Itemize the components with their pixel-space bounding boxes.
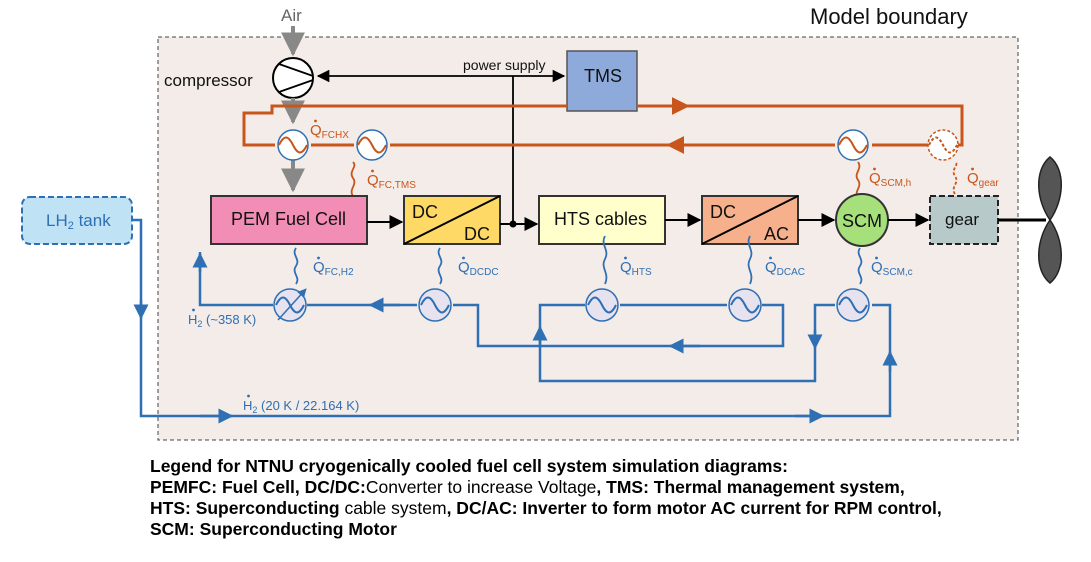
q-dot-accent: [875, 256, 878, 260]
heat-wave-scm-c: [857, 247, 863, 285]
dcac-top-label: DC: [710, 202, 736, 222]
q-fchx-label: QFCHX: [310, 122, 349, 141]
lh2-tank-label: LH2 tank: [46, 211, 111, 232]
q-dot-accent: [462, 256, 465, 260]
heat-wave-fc-h2: [293, 247, 299, 285]
q-dcdc-label: QDCDC: [458, 259, 499, 278]
q-dot-accent: [971, 167, 974, 171]
q-scm-h-label: QSCM,h: [869, 170, 911, 189]
propeller-icon: [1038, 156, 1062, 284]
legend-title: Legend for NTNU cryogenically cooled fue…: [150, 456, 788, 476]
q-dot-accent: [247, 394, 250, 398]
q-dot-accent: [192, 308, 195, 312]
pem-fuel-cell-box: [210, 195, 368, 245]
hx-dcdc-icon: [418, 288, 452, 322]
hx-hts-icon: [585, 288, 619, 322]
power-supply-label: power supply: [463, 57, 546, 73]
hx-fc-tms-icon: [356, 129, 388, 161]
legend-line-4: SCM: Superconducting Motor: [150, 519, 397, 539]
h2-blue-loop: [132, 218, 892, 418]
hts-cables-label: HTS cables: [554, 209, 647, 229]
dcdc-bottom-label: DC: [464, 224, 490, 244]
tms-label: TMS: [584, 66, 622, 86]
legend-line-2: PEMFC: Fuel Cell, DC/DC:Converter to inc…: [150, 477, 905, 497]
hx-gear-icon: [927, 129, 959, 161]
compressor-label: compressor: [164, 71, 253, 90]
dcac-bottom-label: AC: [764, 224, 789, 244]
hx-scm-c-icon: [836, 288, 870, 322]
heat-wave-fc-tms: [350, 161, 356, 197]
compressor-icon-wedge: [278, 63, 314, 93]
dcdc-diagonal: [403, 195, 501, 245]
heat-wave-scm-h: [855, 161, 861, 199]
dcac-diagonal: [701, 195, 799, 245]
heat-wave-gear: [952, 161, 958, 195]
legend-block: Legend for NTNU cryogenically cooled fue…: [150, 456, 1070, 540]
hx-dcac-icon: [728, 288, 762, 322]
heat-wave-dcdc: [437, 247, 443, 285]
heat-wave-hts: [602, 235, 608, 285]
scm-label: SCM: [842, 211, 882, 231]
air-label: Air: [281, 6, 302, 25]
tms-box: [566, 50, 638, 112]
q-hts-label: QHTS: [620, 259, 652, 278]
q-fc-h2-label: QFC,H2: [313, 259, 354, 278]
heat-wave-dcac: [747, 235, 753, 285]
model-boundary-label: Model boundary: [810, 4, 968, 29]
gear-label: gear: [945, 210, 979, 229]
q-dot-accent: [371, 169, 374, 173]
q-dot-accent: [873, 167, 876, 171]
legend-line-3: HTS: Superconducting cable system, DC/AC…: [150, 498, 942, 518]
q-gear-label: Qgear: [967, 170, 999, 189]
hx-scm-h-icon: [837, 129, 869, 161]
dcdc-top-label: DC: [412, 202, 438, 222]
h2-358k-label: H2 (~358 K): [188, 312, 256, 329]
q-dcac-label: QDCAC: [765, 259, 805, 278]
pem-fuel-cell-label: PEM Fuel Cell: [231, 209, 346, 229]
q-dot-accent: [769, 256, 772, 260]
q-dot-accent: [314, 119, 317, 123]
hx-fc-h2-icon: [273, 288, 307, 322]
q-fc-tms-label: QFC,TMS: [367, 172, 416, 191]
q-scm-c-label: QSCM,c: [871, 259, 913, 278]
hx-fchx-icon: [277, 129, 309, 161]
hts-cables-box: [538, 195, 666, 245]
h2-20k-label: H2 (20 K / 22.164 K): [243, 398, 359, 415]
q-dot-accent: [317, 256, 320, 260]
q-dot-accent: [624, 256, 627, 260]
